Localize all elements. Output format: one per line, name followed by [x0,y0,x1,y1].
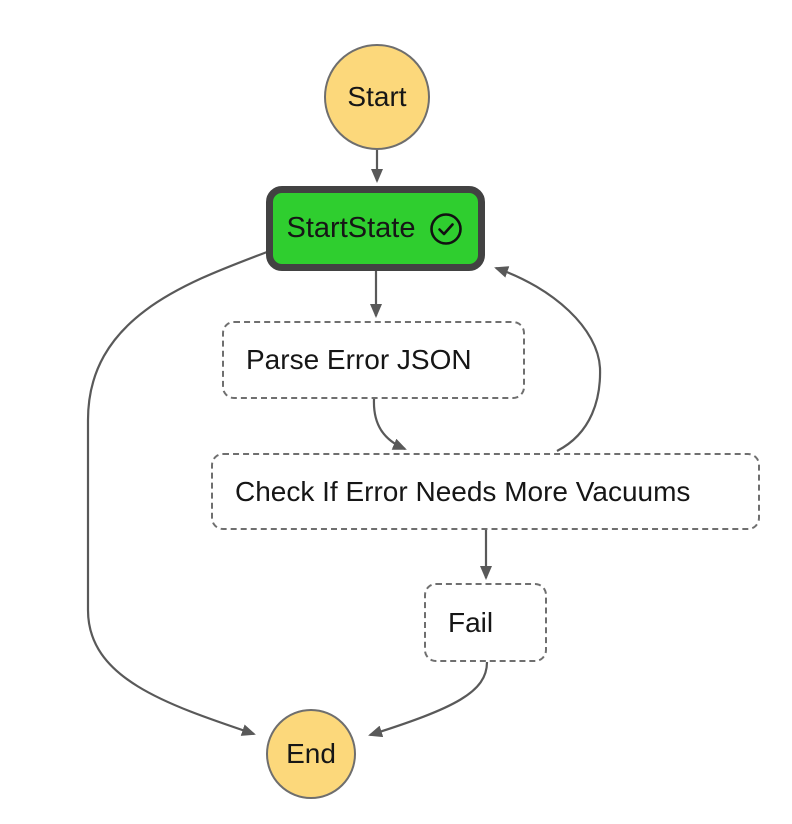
check-circle-icon [428,211,464,247]
state-node-parse-error-json-label: Parse Error JSON [246,344,472,375]
end-node: End [266,709,356,799]
start-node: Start [324,44,430,150]
state-node-check-if-error-needs-more-vacuums[interactable]: Check If Error Needs More Vacuums [211,453,760,530]
edge-parse-to-check [372,398,407,451]
state-node-fail[interactable]: Fail [424,583,547,662]
state-node-startstate[interactable]: StartState [266,186,485,271]
state-node-parse-error-json[interactable]: Parse Error JSON [222,321,525,399]
end-node-label: End [286,738,336,769]
state-node-check-label: Check If Error Needs More Vacuums [235,475,691,507]
start-node-label: Start [347,81,407,112]
state-node-startstate-label: StartState [286,212,416,244]
edge-fail-to-end [368,661,489,738]
state-node-fail-label: Fail [448,606,494,638]
